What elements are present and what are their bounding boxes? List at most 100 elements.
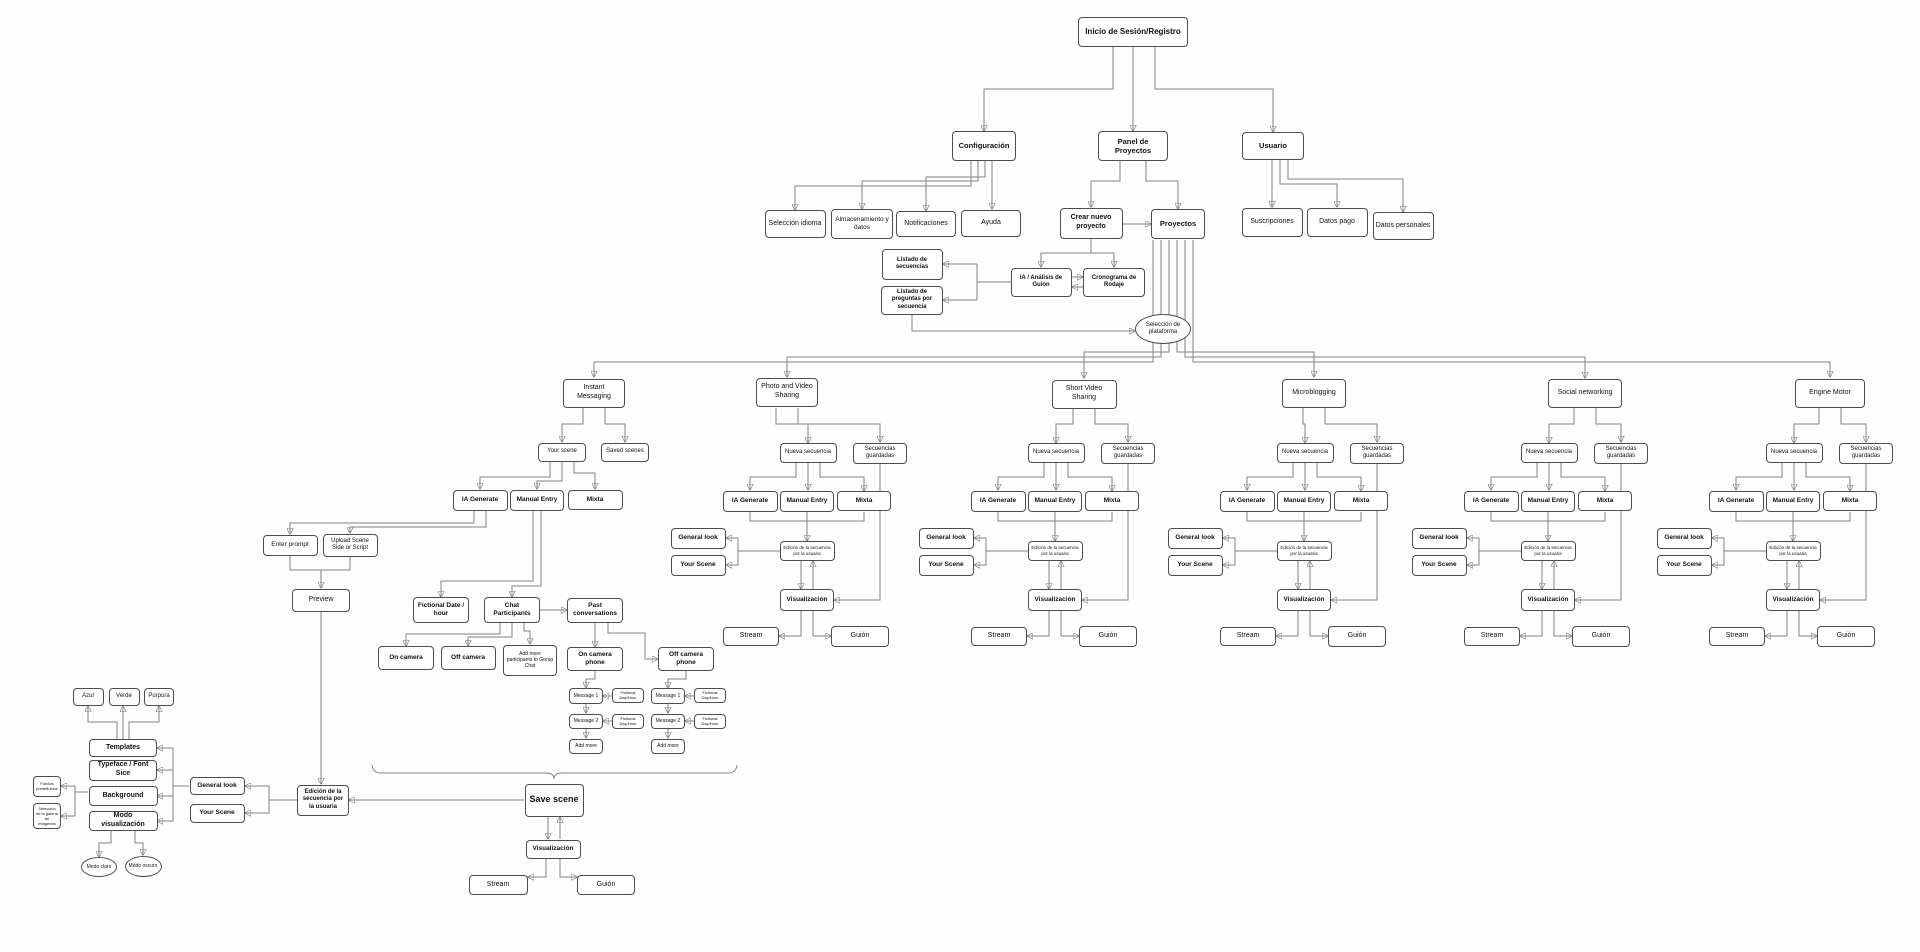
save-scene[interactable]: Save scene	[524, 783, 584, 817]
usuario[interactable]: Usuario	[1242, 132, 1304, 160]
your-scene-left[interactable]: Your Scene	[189, 803, 245, 823]
short-video-sharing-nueva-secuencia[interactable]: Nueva secuencia	[1027, 443, 1085, 463]
short-video-sharing-visualizacion[interactable]: Visualización	[1028, 589, 1082, 611]
short-video-sharing-guion[interactable]: Guión	[1079, 625, 1137, 647]
panel-de-proyectos[interactable]: Panel de Proyectos	[1098, 131, 1168, 161]
on-phone-message-2[interactable]: Message 2	[569, 713, 603, 729]
templates[interactable]: Templates	[89, 739, 157, 757]
photo-and-video-sharing-stream[interactable]: Stream	[723, 626, 779, 646]
seleccion-de-plataforma[interactable]: Selección de plataforma	[1135, 314, 1191, 344]
on-camera-phone[interactable]: On camera phone	[567, 647, 623, 671]
engine-motor-manual-entry[interactable]: Manual Entry	[1766, 490, 1820, 512]
social-networking-stream[interactable]: Stream	[1464, 626, 1520, 646]
listado-de-preguntas-por-secuencia[interactable]: Listado de preguntas por secuencia	[881, 285, 943, 315]
short-video-sharing-edicion-secuencia-usuaria[interactable]: Edición de la secuencia por la usuaria	[1027, 541, 1083, 561]
save-visualizacion[interactable]: Visualización	[525, 839, 581, 859]
photo-and-video-sharing-general-look[interactable]: General look	[670, 527, 726, 549]
photo-and-video-sharing-edicion-secuencia-usuaria[interactable]: Edición de la secuencia por la usuaria	[779, 541, 835, 561]
verde[interactable]: Verde	[108, 688, 140, 706]
chat-participants[interactable]: Chat Participants	[484, 597, 540, 623]
listado-de-secuencias[interactable]: Listado de secuencias	[881, 248, 943, 280]
modo-oscuro[interactable]: Modo oscuro	[124, 855, 162, 877]
proyectos[interactable]: Proyectos	[1151, 209, 1205, 239]
im-saved-scenes[interactable]: Saved scenes	[601, 442, 649, 462]
engine-motor-ia-generate[interactable]: IA Generate	[1708, 490, 1764, 512]
crear-nuevo-proyecto[interactable]: Crear nuevo proyecto	[1059, 207, 1123, 239]
general-look-left[interactable]: General look	[189, 777, 245, 795]
social-networking-nueva-secuencia[interactable]: Nueva secuencia	[1520, 443, 1578, 463]
azul[interactable]: Azul	[72, 688, 104, 706]
microblogging-secuencias-guardadas[interactable]: Secuencias guardadas	[1350, 442, 1404, 464]
im-your-scene[interactable]: Your scene	[538, 442, 586, 462]
photo-and-video-sharing[interactable]: Photo and Video Sharing	[756, 377, 818, 407]
social-networking-manual-entry[interactable]: Manual Entry	[1521, 490, 1575, 512]
add-more-participants-to-gorup-chat[interactable]: Add more participants to Gorup Chat	[503, 644, 557, 676]
seleccion-idioma[interactable]: Selección idioma	[764, 210, 826, 238]
social-networking-guion[interactable]: Guión	[1572, 625, 1630, 647]
enter-prompt[interactable]: Enter prompt	[262, 534, 318, 556]
instant-messaging[interactable]: Instant Messaging	[563, 378, 625, 408]
microblogging-general-look[interactable]: General look	[1167, 527, 1223, 549]
configuracion[interactable]: Configuración	[952, 131, 1016, 161]
ayuda[interactable]: Ayuda	[961, 209, 1021, 237]
datos-pago[interactable]: Datos pago	[1306, 207, 1368, 237]
save-guion[interactable]: Guión	[577, 875, 635, 895]
engine-motor-edicion-secuencia-usuaria[interactable]: Edición de la secuencia por la usuaria	[1765, 541, 1821, 561]
im-ia-generate[interactable]: IA Generate	[452, 489, 508, 511]
social-networking-your-scene[interactable]: Your Scene	[1411, 554, 1467, 576]
notificaciones[interactable]: Notificaciones	[896, 211, 956, 237]
microblogging-nueva-secuencia[interactable]: Nueva secuencia	[1276, 443, 1334, 463]
short-video-sharing-manual-entry[interactable]: Manual Entry	[1028, 490, 1082, 512]
ia-analisis-de-guion[interactable]: IA / Análisis de Guion	[1010, 267, 1072, 297]
photo-and-video-sharing-secuencias-guardadas[interactable]: Secuencias guardadas	[853, 442, 907, 464]
photo-and-video-sharing-ia-generate[interactable]: IA Generate	[722, 490, 778, 512]
microblogging-mixta[interactable]: Mixta	[1334, 491, 1388, 511]
engine-motor-nueva-secuencia[interactable]: Nueva secuencia	[1765, 443, 1823, 463]
suscripciones[interactable]: Suscripciones	[1241, 207, 1303, 237]
short-video-sharing-general-look[interactable]: General look	[918, 527, 974, 549]
on-phone-fictional-day-hour-2[interactable]: Fictional Day/Hour	[612, 713, 644, 729]
preview[interactable]: Preview	[292, 588, 350, 612]
off-phone-fictional-day-hour-1[interactable]: Fictional Day/Hour	[694, 687, 726, 703]
past-conversations[interactable]: Past conversations	[567, 597, 623, 623]
seleccion-galeria-imagenes[interactable]: Selección de la galería de imágenes	[33, 803, 61, 829]
short-video-sharing-secuencias-guardadas[interactable]: Secuencias guardadas	[1101, 442, 1155, 464]
engine-motor-visualizacion[interactable]: Visualización	[1766, 589, 1820, 611]
microblogging-stream[interactable]: Stream	[1220, 626, 1276, 646]
im-mixta[interactable]: Mixta	[567, 490, 623, 510]
social-networking-edicion-secuencia-usuaria[interactable]: Edición de la secuencia por la usuaria	[1520, 541, 1576, 561]
engine-motor[interactable]: Engine Motor	[1795, 378, 1865, 408]
microblogging-visualizacion[interactable]: Visualización	[1277, 589, 1331, 611]
short-video-sharing-your-scene[interactable]: Your Scene	[918, 554, 974, 576]
social-networking[interactable]: Social networking	[1548, 378, 1622, 408]
short-video-sharing-ia-generate[interactable]: IA Generate	[970, 490, 1026, 512]
purpura[interactable]: Púrpura	[144, 688, 174, 706]
on-phone-add-more[interactable]: Add more	[569, 738, 603, 754]
microblogging-edicion-secuencia-usuaria[interactable]: Edición de la secuencia por la usuaria	[1276, 541, 1332, 561]
microblogging-guion[interactable]: Guión	[1328, 625, 1386, 647]
photo-and-video-sharing-visualizacion[interactable]: Visualización	[780, 589, 834, 611]
photo-and-video-sharing-manual-entry[interactable]: Manual Entry	[780, 490, 834, 512]
social-networking-secuencias-guardadas[interactable]: Secuencias guardadas	[1594, 442, 1648, 464]
photo-and-video-sharing-guion[interactable]: Guión	[831, 625, 889, 647]
social-networking-ia-generate[interactable]: IA Generate	[1463, 490, 1519, 512]
engine-motor-guion[interactable]: Guión	[1817, 625, 1875, 647]
upload-scene-side-or-script[interactable]: Upload Scene Side or Script	[322, 533, 378, 557]
off-phone-message-2[interactable]: Message 2	[651, 713, 685, 729]
microblogging-your-scene[interactable]: Your Scene	[1167, 554, 1223, 576]
microblogging-ia-generate[interactable]: IA Generate	[1219, 490, 1275, 512]
off-phone-message-1[interactable]: Message 1	[651, 688, 685, 704]
im-manual-entry[interactable]: Manual Entry	[510, 489, 564, 511]
almacenamiento-y-datos[interactable]: Almacenamiento y datos	[831, 209, 893, 239]
engine-motor-secuencias-guardadas[interactable]: Secuencias guardadas	[1839, 442, 1893, 464]
photo-and-video-sharing-mixta[interactable]: Mixta	[837, 491, 891, 511]
edicion-secuencia-usuaria-left[interactable]: Edición de la secuencia por la usuaria	[297, 784, 349, 816]
engine-motor-general-look[interactable]: General look	[1656, 527, 1712, 549]
off-camera[interactable]: Off camera	[440, 646, 496, 670]
fictional-date-hour[interactable]: Fictional Date / hour	[413, 597, 469, 623]
social-networking-visualizacion[interactable]: Visualización	[1521, 589, 1575, 611]
modo-visualizacion[interactable]: Modo visualización	[88, 811, 158, 831]
microblogging[interactable]: Microblogging	[1282, 378, 1346, 408]
modo-claro[interactable]: Modo claro	[81, 857, 117, 877]
cronograma-de-rodaje[interactable]: Cronograma de Rodaje	[1083, 267, 1145, 297]
